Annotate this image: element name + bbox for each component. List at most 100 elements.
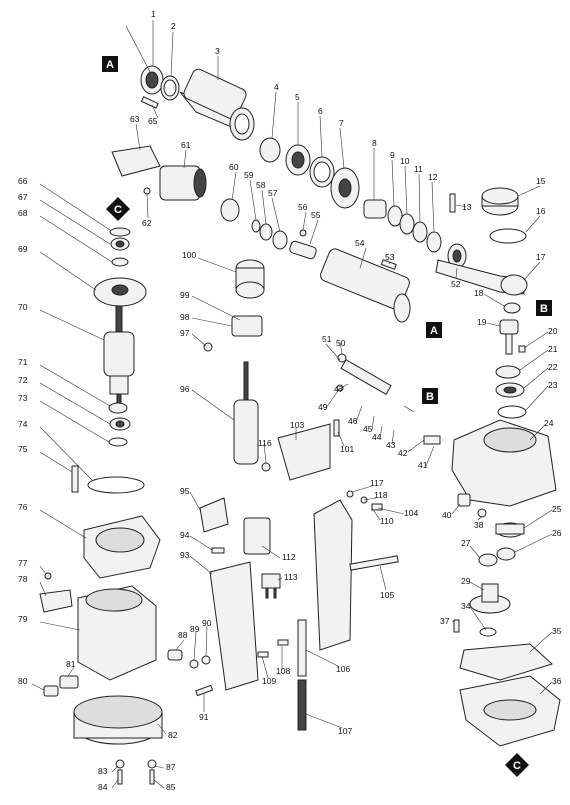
label-72: 72 bbox=[18, 375, 28, 385]
label-89: 89 bbox=[190, 624, 200, 634]
label-38: 38 bbox=[474, 520, 484, 530]
label-16: 16 bbox=[536, 206, 546, 216]
label-118: 118 bbox=[374, 490, 388, 500]
label-97: 97 bbox=[180, 328, 190, 338]
label-63: 63 bbox=[130, 114, 140, 124]
badge-a-top-label: A bbox=[106, 59, 114, 71]
bearing-26-27 bbox=[478, 547, 516, 567]
label-55: 55 bbox=[311, 210, 321, 220]
label-93: 93 bbox=[180, 550, 190, 560]
label-8: 8 bbox=[372, 138, 377, 148]
screw-65 bbox=[140, 96, 159, 109]
bearing-18 bbox=[503, 302, 521, 314]
label-107: 107 bbox=[338, 726, 352, 736]
badge-c-top-label: C bbox=[114, 204, 122, 216]
label-68: 68 bbox=[18, 208, 28, 218]
capacitor-113 bbox=[261, 573, 281, 599]
leader-lines bbox=[31, 20, 553, 789]
label-44: 44 bbox=[372, 432, 382, 442]
parts-88-90 bbox=[167, 649, 211, 669]
label-101: 101 bbox=[340, 444, 354, 454]
label-83: 83 bbox=[98, 766, 108, 776]
label-42: 42 bbox=[398, 448, 408, 458]
label-76: 76 bbox=[18, 502, 28, 512]
rings-21-23 bbox=[495, 365, 527, 419]
screw-91 bbox=[195, 684, 214, 697]
label-96: 96 bbox=[180, 384, 190, 394]
side-handle-96 bbox=[233, 361, 259, 465]
rear-handle-104 bbox=[313, 499, 353, 651]
badge-c-top: C bbox=[106, 197, 130, 221]
label-87: 87 bbox=[166, 762, 176, 772]
gear-29 bbox=[469, 583, 511, 614]
cylinder-3 bbox=[179, 68, 255, 141]
badge-a-top: A bbox=[102, 56, 118, 72]
label-27: 27 bbox=[461, 538, 471, 548]
label-34: 34 bbox=[461, 601, 471, 611]
bolt-105 bbox=[349, 555, 399, 571]
gear-25 bbox=[495, 522, 525, 538]
parts-77-78 bbox=[39, 572, 73, 613]
pin-13 bbox=[449, 193, 456, 213]
label-49: 49 bbox=[318, 402, 328, 412]
label-35: 35 bbox=[552, 626, 562, 636]
label-59: 59 bbox=[244, 170, 254, 180]
label-23: 23 bbox=[548, 380, 558, 390]
label-65: 65 bbox=[148, 116, 158, 126]
label-17: 17 bbox=[536, 252, 546, 262]
fan-69 bbox=[93, 277, 147, 307]
label-12: 12 bbox=[428, 172, 438, 182]
cap-15 bbox=[481, 187, 519, 216]
label-84: 84 bbox=[98, 782, 108, 792]
piston-cylinder-54 bbox=[320, 248, 411, 323]
badge-a-middle-label: A bbox=[430, 325, 438, 337]
label-20: 20 bbox=[548, 326, 558, 336]
label-40: 40 bbox=[442, 510, 452, 520]
label-69: 69 bbox=[18, 244, 28, 254]
label-4: 4 bbox=[274, 82, 279, 92]
label-81: 81 bbox=[66, 659, 76, 669]
label-75: 75 bbox=[18, 444, 28, 454]
label-7: 7 bbox=[339, 118, 344, 128]
badge-c-bottom: C bbox=[505, 753, 529, 777]
cord-guard-106-107 bbox=[297, 619, 307, 731]
label-98: 98 bbox=[180, 312, 190, 322]
label-56: 56 bbox=[298, 202, 308, 212]
ring-6 bbox=[309, 156, 335, 188]
label-57: 57 bbox=[268, 188, 278, 198]
label-10: 10 bbox=[400, 156, 410, 166]
bracket-103 bbox=[277, 423, 331, 481]
label-110: 110 bbox=[380, 516, 394, 526]
label-99: 99 bbox=[180, 290, 190, 300]
label-105: 105 bbox=[380, 590, 394, 600]
o-ring-16 bbox=[489, 228, 527, 244]
needle-bearing-1 bbox=[140, 65, 164, 95]
clamp-63 bbox=[111, 145, 161, 177]
label-103: 103 bbox=[290, 420, 304, 430]
key-20 bbox=[518, 345, 526, 353]
label-73: 73 bbox=[18, 393, 28, 403]
gear-7 bbox=[330, 167, 360, 209]
badge-c-bottom-label: C bbox=[513, 760, 521, 772]
label-88: 88 bbox=[178, 630, 188, 640]
ring-4 bbox=[259, 137, 281, 163]
part-number-labels: 1 2 3 4 5 6 7 8 9 10 11 12 13 15 16 17 1… bbox=[18, 9, 562, 792]
label-62: 62 bbox=[142, 218, 152, 228]
badge-b-middle: B bbox=[422, 388, 438, 404]
label-5: 5 bbox=[295, 92, 300, 102]
label-74: 74 bbox=[18, 419, 28, 429]
label-18: 18 bbox=[474, 288, 484, 298]
label-1: 1 bbox=[151, 9, 156, 19]
badge-b-middle-label: B bbox=[426, 391, 434, 403]
crank-19 bbox=[499, 319, 519, 355]
label-47: 47 bbox=[334, 384, 344, 394]
label-9: 9 bbox=[390, 150, 395, 160]
badge-b-right: B bbox=[536, 300, 552, 316]
label-36: 36 bbox=[552, 676, 562, 686]
label-117: 117 bbox=[370, 478, 384, 488]
label-29: 29 bbox=[461, 576, 471, 586]
washers-66-68 bbox=[109, 227, 131, 267]
label-41: 41 bbox=[418, 460, 428, 470]
label-6: 6 bbox=[318, 106, 323, 116]
